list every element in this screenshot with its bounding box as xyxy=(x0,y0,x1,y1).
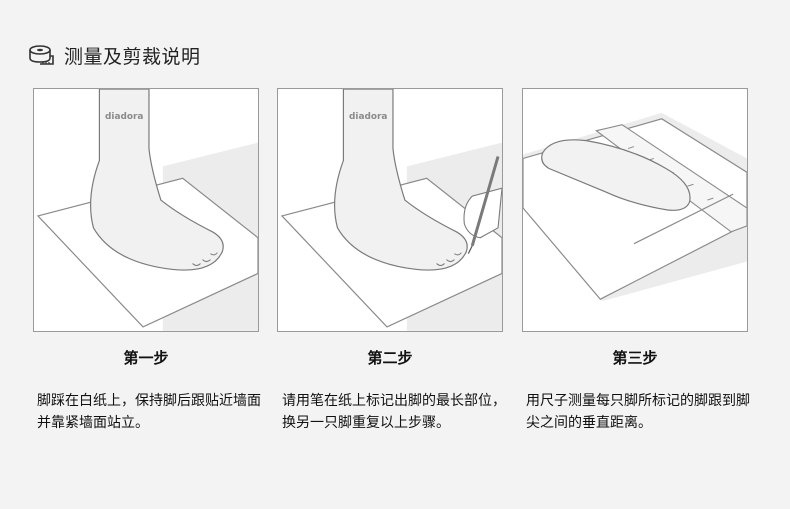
step-3-title: 第三步 xyxy=(612,349,658,367)
step-3-description: 用尺子测量每只脚所标记的脚跟到脚尖之间的垂直距离。 xyxy=(526,393,750,431)
step-1-title: 第一步 xyxy=(123,349,169,367)
step-1-description: 脚踩在白纸上，保持脚后跟贴近墙面并靠紧墙面站立。 xyxy=(37,393,261,431)
step-2-illustration: diadora xyxy=(277,88,503,332)
foot-outline xyxy=(541,139,691,211)
measure-line xyxy=(633,193,734,245)
page-title: 测量及剪裁说明 xyxy=(64,45,201,68)
brand-logo: diadora xyxy=(349,112,387,122)
foot-outline xyxy=(334,89,468,271)
tape-measure-icon xyxy=(29,45,54,65)
brand-logo: diadora xyxy=(105,112,143,122)
section-header: 测量及剪裁说明 xyxy=(28,40,201,70)
foot-outline xyxy=(90,89,224,271)
hand-with-pen xyxy=(463,156,502,254)
step-3-illustration xyxy=(522,88,748,332)
step-1-illustration: diadora xyxy=(33,88,259,332)
step-2-title: 第二步 xyxy=(367,349,413,367)
step-2-description: 请用笔在纸上标记出脚的最长部位，换另一只脚重复以上步骤。 xyxy=(282,393,506,431)
